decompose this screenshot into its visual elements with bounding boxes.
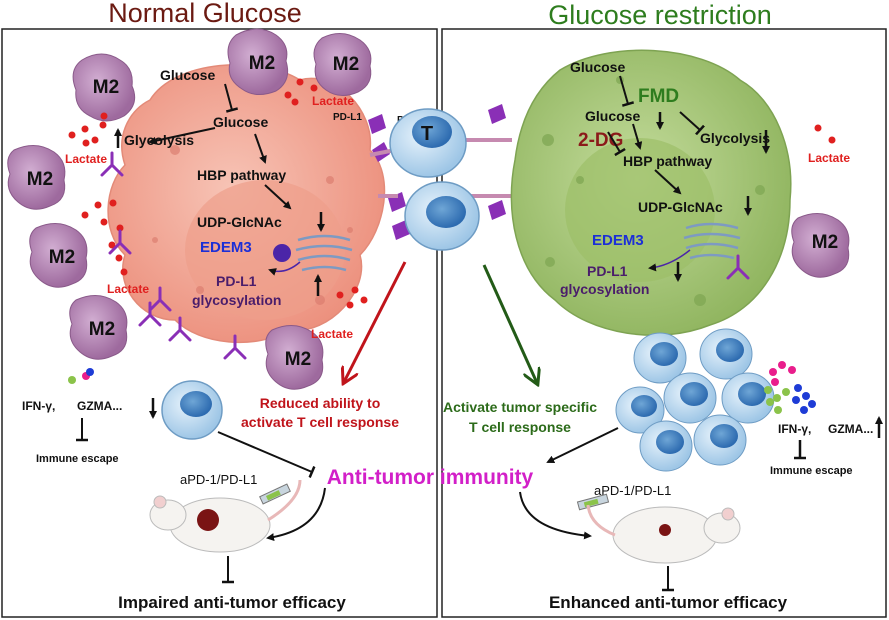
left-panel-title: Normal Glucose (108, 0, 302, 28)
mouse-right (586, 504, 741, 564)
glycolysis-label-right: Glycolysis (700, 130, 770, 146)
right-panel-frame (441, 28, 887, 618)
lactate-label: Lactate (107, 282, 149, 296)
inhibit-arrow-tcell (217, 431, 316, 479)
pathway-arrows-left (148, 83, 292, 210)
m2-label: M2 (93, 77, 119, 98)
m2-macrophages-left (7, 28, 372, 390)
m2-label: M2 (812, 232, 838, 253)
m2-label: M2 (27, 169, 53, 190)
lactate-label: Lactate (311, 327, 353, 341)
immune-escape-label-right: Immune escape (770, 465, 853, 477)
activate-text-2: T cell response (469, 419, 571, 435)
glucose-label-inner-left: Glucose (213, 114, 268, 130)
bottom-label-left: Impaired anti-tumor efficacy (118, 593, 346, 612)
t-cell-middle (404, 181, 480, 251)
glucose-label-inner-right: Glucose (585, 108, 640, 124)
lactate-dots-left (68, 78, 368, 309)
glucose-label-outer-left: Glucose (160, 67, 215, 83)
edem3-label-left: EDEM3 (200, 239, 252, 256)
fmd-label: FMD (638, 86, 679, 107)
t-cell-left-lower (161, 380, 223, 440)
edem3-enzyme-left (273, 244, 291, 262)
lactate-label: Lactate (312, 94, 354, 108)
m2-label: M2 (249, 53, 275, 74)
lactate-dots-right (814, 124, 836, 144)
pdl1-label-left-1: PD-L1 (216, 273, 257, 289)
trend-arrows-right (656, 112, 770, 282)
pathway-arrows-right (607, 75, 705, 195)
m2-macrophage-right (791, 213, 850, 278)
pdl1-label-left-2: glycosylation (192, 292, 281, 308)
tumor-nucleus-left (185, 180, 345, 320)
t-cell-label: T (421, 123, 433, 145)
arrow-to-mouse-right (519, 491, 592, 540)
apd-label-right: aPD-1/PD-L1 (594, 483, 671, 498)
right-panel-title: Glucose restriction (548, 0, 772, 30)
antibodies-left (100, 151, 247, 360)
pdl1-receptor-label: PD-L1 (333, 112, 362, 123)
trend-arrows-left (114, 128, 325, 296)
ifn-label-right: IFN-γ, (778, 422, 811, 436)
t-cell-cluster-right (615, 328, 775, 472)
twodg-label: 2-DG (578, 130, 623, 151)
m2-label: M2 (333, 54, 359, 75)
udp-label-left: UDP-GlcNAc (197, 214, 282, 230)
arrow-to-mouse-left (266, 487, 326, 542)
anti-tumor-immunity-label: Anti-tumor immunity (327, 466, 534, 489)
edem3-arrow-right (648, 249, 691, 272)
tumor-nucleus-right (565, 138, 715, 282)
udp-label-right: UDP-GlcNAc (638, 199, 723, 215)
pdl1-label-right-2: glycosylation (560, 281, 649, 297)
arrow-tcell-to-immunity (546, 427, 619, 463)
tumor-granules-left (152, 145, 353, 305)
m2-label: M2 (49, 247, 75, 268)
ifn-label-left: IFN-γ, (22, 399, 55, 413)
antibody-right (726, 254, 750, 280)
red-arrow-reduced (344, 261, 407, 382)
golgi-right (683, 222, 741, 260)
glucose-label-outer-right: Glucose (570, 59, 625, 75)
m2-label: M2 (89, 319, 115, 340)
gzma-label-left: GZMA... (77, 399, 122, 413)
activate-text-1: Activate tumor specific (443, 399, 597, 415)
hbp-label-right: HBP pathway (623, 153, 712, 169)
mouse-left (149, 479, 302, 553)
pdl1-receptor (368, 104, 506, 240)
left-panel-frame (1, 28, 438, 618)
syringe-right (576, 493, 610, 511)
edem3-label-right: EDEM3 (592, 232, 644, 249)
pdl1-label-right-1: PD-L1 (587, 263, 628, 279)
apd-label-left: aPD-1/PD-L1 (180, 472, 257, 487)
cytokine-dots-left (68, 368, 94, 384)
m2-label: M2 (285, 349, 311, 370)
t-cell-top (389, 108, 467, 178)
edem3-arrow-left (268, 261, 301, 276)
cytokine-dots-right (764, 361, 816, 414)
golgi-left (295, 234, 353, 272)
reduced-text-1: Reduced ability to (260, 395, 381, 411)
bottom-label-right: Enhanced anti-tumor efficacy (549, 593, 788, 612)
syringe-left (259, 483, 291, 505)
immune-escape-label-left: Immune escape (36, 453, 119, 465)
green-arrow-activate (482, 264, 537, 383)
gzma-label-right: GZMA... (828, 422, 873, 436)
hbp-label-left: HBP pathway (197, 167, 286, 183)
reduced-text-2: activate T cell response (241, 414, 399, 430)
lactate-label: Lactate (65, 152, 107, 166)
lactate-label-right: Lactate (808, 151, 850, 165)
